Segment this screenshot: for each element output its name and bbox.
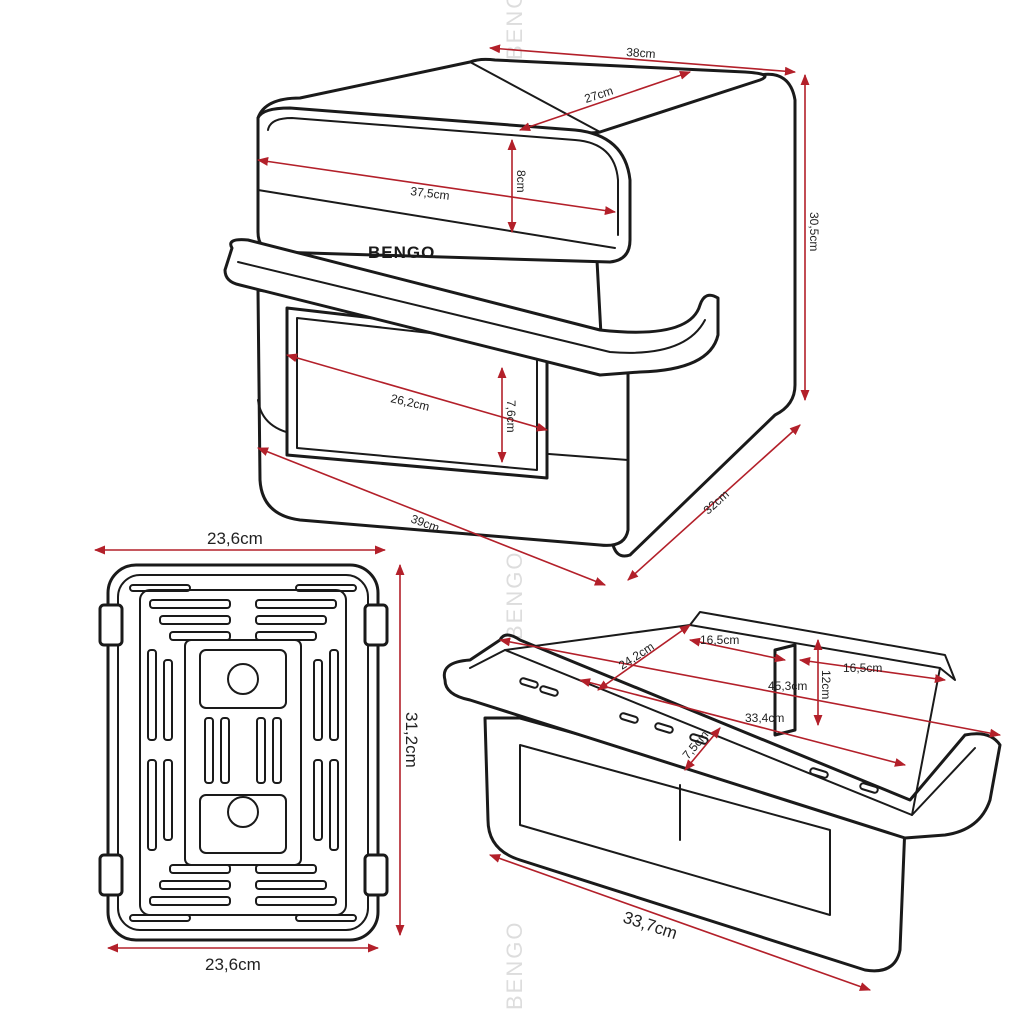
basket-dimension-lines [488, 624, 1002, 991]
label-rack-top-width: 23,6cm [207, 529, 263, 548]
basket-illustration [442, 611, 1002, 973]
label-handle-span: 45,3cm [768, 679, 807, 693]
rack-dimension-labels: 23,6cm 31,2cm 23,6cm [205, 529, 421, 974]
label-lid-height: 8cm [514, 170, 528, 193]
label-rack-height: 31,2cm [402, 712, 421, 768]
brand-logo: BENGO [368, 243, 435, 262]
label-right-compartment: 16,5cm [843, 661, 882, 675]
label-overall-height: 30,5cm [807, 212, 821, 251]
label-rack-bottom-width: 23,6cm [205, 955, 261, 974]
label-bottom-length: 33,7cm [621, 908, 680, 943]
air-fryer-illustration: BENGO [223, 57, 797, 558]
crisper-rack-illustration [98, 563, 389, 942]
label-window-height: 7,6cm [504, 400, 518, 433]
svg-text:BENGO: BENGO [502, 551, 527, 640]
rack-dimension-lines [93, 545, 405, 953]
label-left-compartment: 16,5cm [700, 633, 739, 647]
label-lid-width: 37,5cm [410, 184, 451, 203]
svg-text:BENGO: BENGO [502, 921, 527, 1010]
basket-handle [223, 238, 720, 377]
label-divider-height: 12cm [819, 670, 833, 699]
fryer-lid [256, 106, 632, 264]
label-outer-width: 38cm [626, 45, 656, 61]
fryer-dimension-lines [256, 44, 810, 586]
label-basket-diagonal: 24,2cm [616, 639, 657, 672]
label-inner-length: 33,4cm [745, 711, 784, 725]
